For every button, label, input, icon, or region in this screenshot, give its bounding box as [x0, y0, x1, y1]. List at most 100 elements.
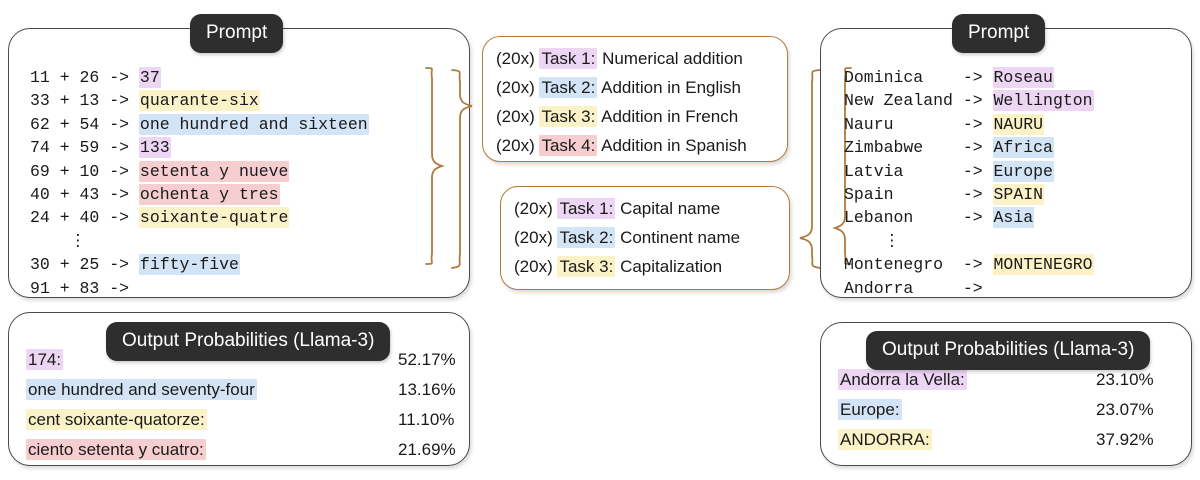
prompt-row-answer: SPAIN [992, 183, 1045, 205]
task-description: Addition in Spanish [601, 136, 747, 155]
left-tasks-connector-brace [451, 69, 473, 269]
task-name: Task 3: [539, 106, 598, 127]
task-name: Task 1: [557, 198, 616, 219]
prompt-row: 69 + 10 -> setenta y nueve [30, 160, 369, 183]
output-probability-label: ciento setenta y cuatro: [26, 439, 206, 460]
output-probability-row: ANDORRA: 37.92% [838, 425, 1178, 455]
task-description: Continent name [620, 228, 741, 247]
right-prompt-title-pill: Prompt [952, 14, 1046, 53]
task-row: (20x) Task 1: Numerical addition [496, 44, 747, 73]
prompt-row: 91 + 83 -> [30, 277, 369, 300]
task-row: (20x) Task 2: Addition in English [496, 73, 747, 102]
output-probability-row: 174: 52.17% [26, 345, 456, 375]
prompt-row-answer: 133 [138, 137, 171, 159]
prompt-row-prefix: 30 + 25 -> [30, 255, 139, 275]
prompt-row-prefix: Zimbabwe -> [844, 138, 993, 158]
task-count: (20x) [514, 257, 553, 276]
task-description: Addition in English [601, 78, 741, 97]
prompt-row: New Zealand -> Wellington [844, 89, 1094, 112]
prompt-row: Lebanon -> Asia [844, 206, 1094, 229]
output-probability-value: 23.07% [1096, 400, 1154, 419]
output-probability-label: ANDORRA: [838, 429, 932, 450]
task-box-bottom-list: (20x) Task 1: Capital name (20x) Task 2: … [514, 194, 740, 281]
task-row: (20x) Task 3: Addition in French [496, 102, 747, 131]
prompt-row-prefix: 33 + 13 -> [30, 91, 139, 111]
left-prompt-title-pill: Prompt [190, 14, 284, 53]
prompt-row: 74 + 59 -> 133 [30, 136, 369, 159]
output-probability-label: Andorra la Vella: [838, 369, 967, 390]
task-row: (20x) Task 2: Continent name [514, 223, 740, 252]
output-probability-label: 174: [26, 349, 64, 370]
output-probability-label: Europe: [838, 399, 902, 420]
task-box-top-list: (20x) Task 1: Numerical addition(20x) Ta… [496, 44, 747, 160]
left-output-rows: 174: 52.17% one hundred and seventy-four 13… [26, 345, 456, 465]
prompt-row-answer: Asia [992, 207, 1035, 229]
prompt-row: Montenegro -> MONTENEGRO [844, 253, 1094, 276]
prompt-row: Andorra -> [844, 277, 1094, 300]
prompt-row: Latvia -> Europe [844, 160, 1094, 183]
left-prompt-brace [425, 67, 445, 265]
prompt-row: 30 + 25 -> fifty-five [30, 253, 369, 276]
output-probability-label: cent soixante-quatorze: [26, 409, 207, 430]
prompt-row: Zimbabwe -> Africa [844, 136, 1094, 159]
task-name: Task 3: [557, 256, 616, 277]
task-name: Task 4: [539, 135, 598, 156]
prompt-row-prefix: ⋮ [844, 231, 901, 251]
output-probability-value: 21.69% [398, 440, 456, 459]
prompt-row-prefix: ⋮ [30, 231, 87, 251]
prompt-row: Dominica -> Roseau [844, 66, 1094, 89]
task-row: (20x) Task 4: Addition in Spanish [496, 131, 747, 160]
task-box-bottom [500, 186, 790, 290]
prompt-row-prefix: 74 + 59 -> [30, 138, 139, 158]
task-name: Task 2: [539, 77, 598, 98]
prompt-row-answer: NAURU [992, 113, 1045, 135]
prompt-row-prefix: 62 + 54 -> [30, 114, 139, 134]
task-count: (20x) [496, 136, 535, 155]
output-probability-row: ciento setenta y cuatro: 21.69% [26, 435, 456, 465]
output-probability-value: 11.10% [398, 410, 455, 429]
prompt-row-answer: quarante-six [138, 90, 260, 112]
prompt-row-answer: Wellington [992, 90, 1094, 112]
prompt-row-answer: Europe [992, 160, 1054, 182]
output-probability-value: 37.92% [1096, 430, 1154, 449]
task-count: (20x) [514, 228, 553, 247]
output-probability-value: 52.17% [398, 350, 456, 369]
prompt-row-prefix: New Zealand -> [844, 91, 993, 111]
prompt-row-prefix: 69 + 10 -> [30, 161, 139, 181]
prompt-row-prefix: Andorra -> [844, 278, 993, 298]
output-probability-label: one hundred and seventy-four [26, 379, 257, 400]
task-name: Task 1: [539, 48, 598, 69]
prompt-row: 62 + 54 -> one hundred and sixteen [30, 113, 369, 136]
prompt-row-answer: Africa [992, 137, 1054, 159]
task-name: Task 2: [557, 227, 616, 248]
task-description: Capital name [620, 199, 721, 218]
output-probability-value: 13.16% [398, 380, 456, 399]
prompt-row-prefix: 11 + 26 -> [30, 68, 139, 87]
prompt-row-answer: MONTENEGRO [992, 254, 1094, 276]
prompt-row-answer: Roseau [992, 67, 1054, 88]
prompt-row-answer: 37 [138, 67, 161, 88]
task-description: Capitalization [620, 257, 723, 276]
prompt-row-answer: fifty-five [138, 254, 240, 276]
prompt-ellipsis-row: ⋮ [844, 230, 1094, 253]
output-probability-row: Europe: 23.07% [838, 395, 1178, 425]
task-row: (20x) Task 3: Capitalization [514, 252, 740, 281]
task-description: Numerical addition [602, 49, 743, 68]
prompt-row-prefix: Spain -> [844, 184, 993, 204]
output-probability-row: one hundred and seventy-four 13.16% [26, 375, 456, 405]
prompt-row-prefix: Dominica -> [844, 68, 993, 87]
prompt-row: Spain -> SPAIN [844, 183, 1094, 206]
prompt-row-answer: soixante-quatre [138, 207, 290, 229]
prompt-row: Nauru -> NAURU [844, 113, 1094, 136]
right-prompt-brace [832, 67, 852, 265]
prompt-row-prefix: 40 + 43 -> [30, 184, 139, 204]
prompt-row: 24 + 40 -> soixante-quatre [30, 206, 369, 229]
prompt-row-prefix: Lebanon -> [844, 208, 993, 228]
task-count: (20x) [496, 107, 535, 126]
prompt-row-answer: ochenta y tres [138, 183, 280, 205]
right-output-rows: Andorra la Vella:23.10%Europe:23.07%ANDO… [838, 365, 1178, 455]
prompt-row-prefix: 91 + 83 -> [30, 278, 139, 298]
right-tasks-connector-brace [799, 69, 821, 269]
